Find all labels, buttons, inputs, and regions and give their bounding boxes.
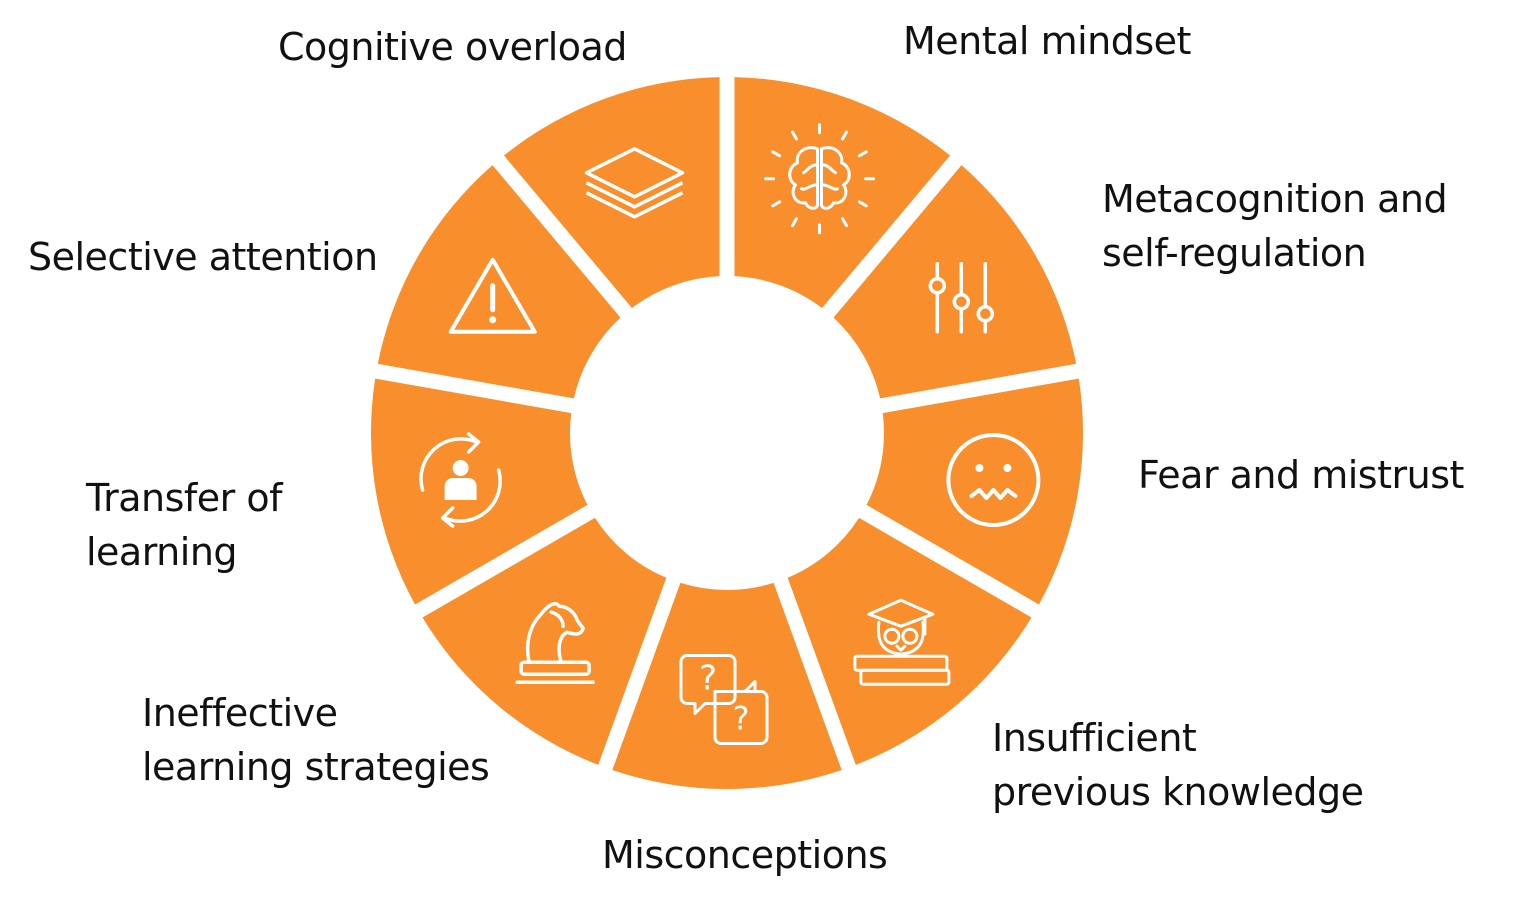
- question-bubbles-icon: ??: [679, 654, 769, 745]
- wheel-segment-insufficient: [787, 517, 1032, 765]
- svg-text:?: ?: [699, 659, 717, 699]
- wheel-segment-ineffective: [422, 517, 667, 765]
- label-selective-attention: Selective attention: [28, 235, 378, 279]
- wheel-segment-selective-attention: [377, 165, 621, 399]
- person-cycle-icon: [419, 432, 502, 528]
- label-mental-mindset: Mental mindset: [903, 19, 1191, 63]
- wheel-segment-misconceptions: [612, 582, 842, 790]
- label-cognitive-overload: Cognitive overload: [278, 25, 627, 69]
- chess-knight-icon: [515, 602, 595, 684]
- label-misconceptions: Misconceptions: [602, 833, 888, 877]
- label-metacognition: Metacognition and self-regulation: [1102, 177, 1448, 275]
- wheel-segment-cognitive-overload: [503, 77, 720, 309]
- owl-on-books-icon: [853, 598, 951, 686]
- svg-text:?: ?: [733, 700, 750, 738]
- warning-icon: [448, 257, 537, 334]
- label-transfer-of-learning: Transfer of learning: [86, 476, 283, 574]
- wheel-segment-metacognition-and: [833, 165, 1077, 399]
- label-insufficient-knowledge: Insufficient previous knowledge: [992, 716, 1364, 814]
- brain-icon: [764, 123, 875, 235]
- wheel-segment-mental-mindset: [734, 77, 951, 309]
- sliders-icon: [928, 262, 995, 334]
- label-ineffective-strategies: Ineffective learning strategies: [142, 691, 490, 789]
- layers-icon: [584, 147, 685, 219]
- wheel-segment-transfer-of: [370, 378, 588, 605]
- anxious-face-icon: [946, 433, 1041, 527]
- label-fear-and-mistrust: Fear and mistrust: [1138, 453, 1464, 497]
